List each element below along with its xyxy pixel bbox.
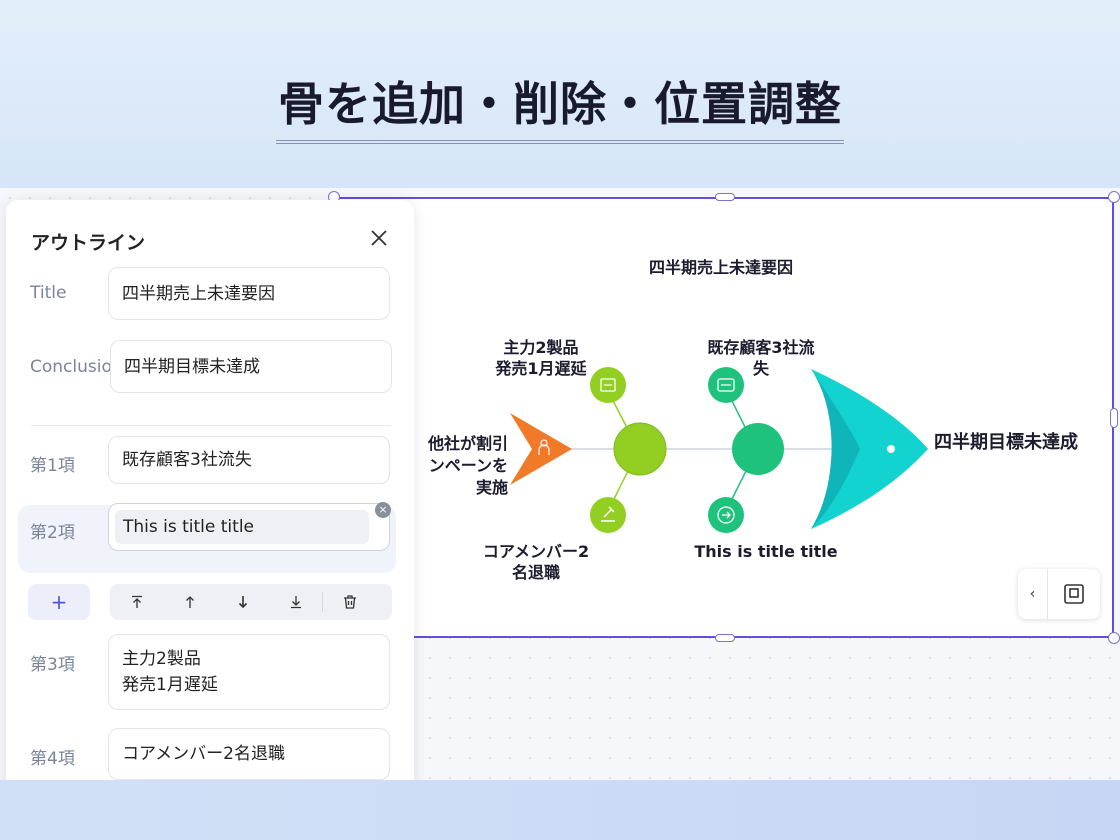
item-input-2-text[interactable]: This is title title xyxy=(115,510,369,544)
bone-label-bottom-right[interactable]: This is title title xyxy=(694,542,838,561)
close-icon xyxy=(371,230,387,246)
move-to-top-icon xyxy=(131,595,142,608)
toolbar-separator xyxy=(322,592,323,612)
add-item-button[interactable]: + xyxy=(28,584,90,620)
resize-handle-bottom[interactable] xyxy=(715,634,735,642)
delete-item-button[interactable] xyxy=(323,584,376,620)
resize-handle-top-right[interactable] xyxy=(1108,191,1120,203)
collapse-controls-button[interactable]: ‹ xyxy=(1018,569,1048,619)
head-shape xyxy=(811,369,928,529)
editor-area[interactable]: 四半期売上未達要因 主力2製品 発売1月遅延 既存顧客3社流 失 コアメンバー2… xyxy=(0,188,1120,780)
node-left xyxy=(614,423,666,475)
canvas-controls: ‹ xyxy=(1018,569,1100,619)
item-input-1[interactable]: 既存顧客3社流失 xyxy=(108,436,390,484)
item-input-3-line2: 発売1月遅延 xyxy=(122,675,218,695)
diagram-canvas[interactable]: 四半期売上未達要因 主力2製品 発売1月遅延 既存顧客3社流 失 コアメンバー2… xyxy=(334,197,1114,638)
bone-label-top-left[interactable]: 主力2製品 発売1月遅延 xyxy=(495,338,587,378)
item-input-3-line1: 主力2製品 xyxy=(122,649,201,669)
gavel-icon xyxy=(590,497,626,533)
close-button[interactable] xyxy=(368,227,390,249)
arrow-down-icon xyxy=(238,596,247,609)
title-label: Title xyxy=(30,283,67,303)
bone-label-bottom-left[interactable]: コアメンバー2 名退職 xyxy=(482,542,590,582)
item-input-3[interactable]: 主力2製品 発売1月遅延 xyxy=(108,634,390,710)
footer-band xyxy=(0,780,1120,840)
arrow-up-icon xyxy=(185,596,194,608)
item-label-4: 第4項 xyxy=(30,749,75,769)
page-heading: 骨を追加・削除・位置調整 xyxy=(0,68,1120,144)
divider xyxy=(31,425,391,426)
move-to-bottom-button[interactable] xyxy=(269,584,322,620)
item-input-2[interactable]: This is title title × xyxy=(108,502,391,551)
item-toolbar xyxy=(110,584,392,620)
team-icon xyxy=(538,439,550,455)
item-label-2: 第2項 xyxy=(30,523,75,543)
item-input-4[interactable]: コアメンバー2名退職 xyxy=(108,728,390,780)
clear-input-icon[interactable]: × xyxy=(375,502,391,518)
node-right xyxy=(732,423,784,475)
fishbone-diagram[interactable] xyxy=(336,199,1112,636)
header-banner: 骨を追加・削除・位置調整 xyxy=(0,0,1120,188)
resize-handle-top[interactable] xyxy=(715,193,735,201)
move-to-top-button[interactable] xyxy=(110,584,163,620)
box-icon xyxy=(590,367,626,403)
diagram-title[interactable]: 四半期売上未達要因 xyxy=(648,258,793,277)
move-up-button[interactable] xyxy=(163,584,216,620)
arrow-circle-icon xyxy=(708,497,744,533)
move-down-button[interactable] xyxy=(216,584,269,620)
conclusion-label: Conclusio xyxy=(30,357,112,377)
tail-label[interactable]: 他社が割引 ンペーンを 実施 xyxy=(427,434,508,497)
resize-handle-right[interactable] xyxy=(1110,408,1118,428)
conclusion-input[interactable]: 四半期目標未達成 xyxy=(110,340,392,393)
resize-handle-bottom-right[interactable] xyxy=(1108,632,1120,644)
head-label[interactable]: 四半期目標未達成 xyxy=(934,432,1078,453)
server-icon xyxy=(708,367,744,403)
item-label-3: 第3項 xyxy=(30,655,75,675)
fit-to-screen-icon xyxy=(1064,584,1084,604)
bone-label-top-right[interactable]: 既存顧客3社流 失 xyxy=(707,338,815,378)
panel-title: アウトライン xyxy=(31,232,146,254)
move-to-bottom-icon xyxy=(290,596,301,609)
title-input[interactable]: 四半期売上未達要因 xyxy=(108,267,390,320)
outline-panel: アウトライン Title 四半期売上未達要因 Conclusio 四半期目標未達… xyxy=(6,200,414,780)
fit-to-screen-button[interactable] xyxy=(1048,583,1100,605)
tail-shape xyxy=(510,413,572,485)
node-left-ring xyxy=(613,422,667,476)
trash-icon xyxy=(343,595,356,609)
item-label-1: 第1項 xyxy=(30,456,75,476)
